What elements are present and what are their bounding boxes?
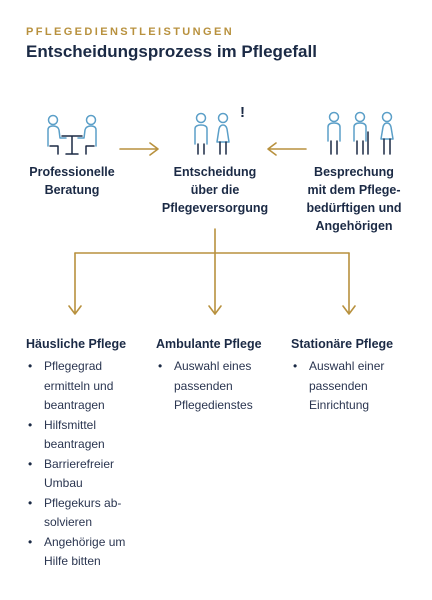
arrow-right-to-center: [267, 142, 307, 156]
list-item: Auswahl eines passenden Pflegedienstes: [156, 357, 278, 416]
node-label-decision: Entscheidung über die Pflegeversorgung: [161, 165, 269, 215]
column-heading-stationaere-pflege: Stationäre Pflege: [291, 337, 394, 351]
column-heading-haeusliche-pflege: Häusliche Pflege: [26, 337, 127, 351]
node-label-discussion: Besprechung mit dem Pflege- bedürftigen …: [306, 165, 402, 233]
list-item: Hilfsmittel beantragen: [26, 416, 148, 455]
eyebrow-label: PFLEGEDIENSTLEISTUNGEN: [26, 26, 235, 38]
list-item: Angehörige um Hilfe bitten: [26, 533, 148, 572]
family-icon: [327, 111, 394, 155]
list-item: Auswahl einer passenden Einrichtung: [291, 357, 413, 416]
connector-drop-center: [208, 305, 222, 315]
connector-drop-right: [342, 252, 356, 315]
list-ambulante-pflege: Auswahl eines passenden Pflegedienstes: [156, 357, 278, 416]
column-heading-ambulante-pflege: Ambulante Pflege: [156, 337, 262, 351]
node-label-consultation: Professionelle Beratung: [29, 165, 115, 197]
list-haeusliche-pflege: Pflegegrad ermitteln und beantragen Hilf…: [26, 357, 148, 572]
connector-drop-left: [68, 252, 82, 315]
consultation-icon: [47, 114, 97, 155]
list-item: Pflegegrad ermitteln und beantragen: [26, 357, 148, 416]
list-item: Barrierefreier Umbau: [26, 455, 148, 494]
arrow-left-to-center: [119, 142, 159, 156]
page-title: Entscheidungsprozess im Pflegefall: [26, 42, 317, 61]
list-item: Pflegekurs ab- solvieren: [26, 494, 148, 533]
decision-people-icon: [194, 112, 230, 155]
list-stationaere-pflege: Auswahl einer passenden Einrichtung: [291, 357, 413, 416]
exclamation-mark: !: [240, 104, 245, 121]
